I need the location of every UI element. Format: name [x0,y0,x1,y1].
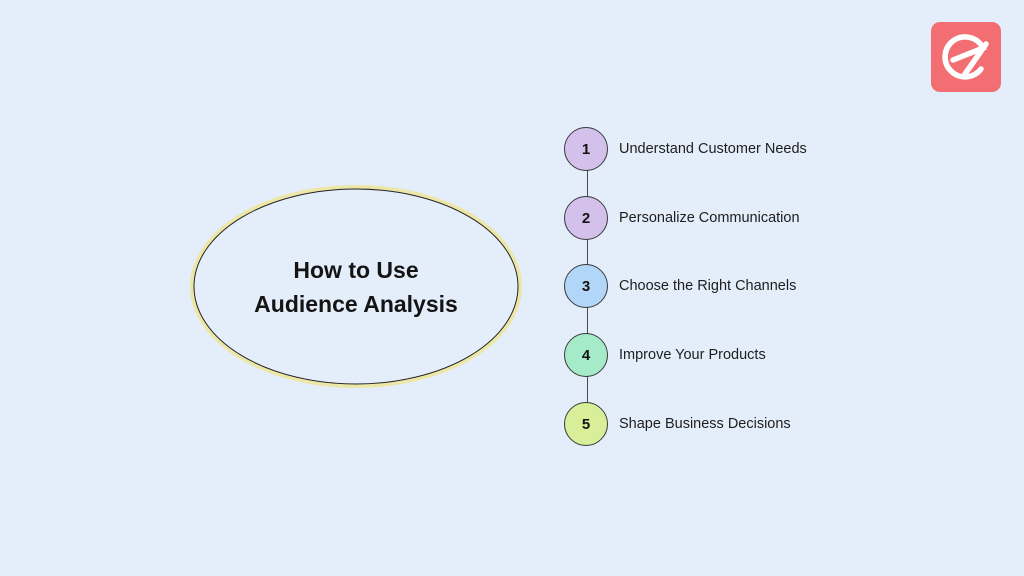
hub-ellipse: How to Use Audience Analysis [190,185,522,388]
step-item-2: 2 Personalize Communication [564,195,800,241]
step-item-1: 1 Understand Customer Needs [564,126,807,172]
hub-title-line-1: How to Use [293,256,419,283]
hub-title: How to Use Audience Analysis [190,185,522,388]
step-item-5: 5 Shape Business Decisions [564,401,791,447]
step-label: Understand Customer Needs [619,141,807,157]
step-label: Improve Your Products [619,347,766,363]
step-number-badge: 3 [564,264,608,308]
step-item-4: 4 Improve Your Products [564,332,766,378]
step-number-badge: 2 [564,196,608,240]
step-label: Personalize Communication [619,210,800,226]
step-label: Shape Business Decisions [619,416,791,432]
hub-shape [190,185,522,388]
step-label: Choose the Right Channels [619,278,797,294]
step-number-badge: 5 [564,402,608,446]
step-item-3: 3 Choose the Right Channels [564,263,796,309]
brand-logo [931,22,1001,92]
brand-e-icon [942,34,989,80]
step-number-badge: 4 [564,333,608,377]
step-number-badge: 1 [564,127,608,171]
hub-title-line-2: Audience Analysis [254,290,458,317]
